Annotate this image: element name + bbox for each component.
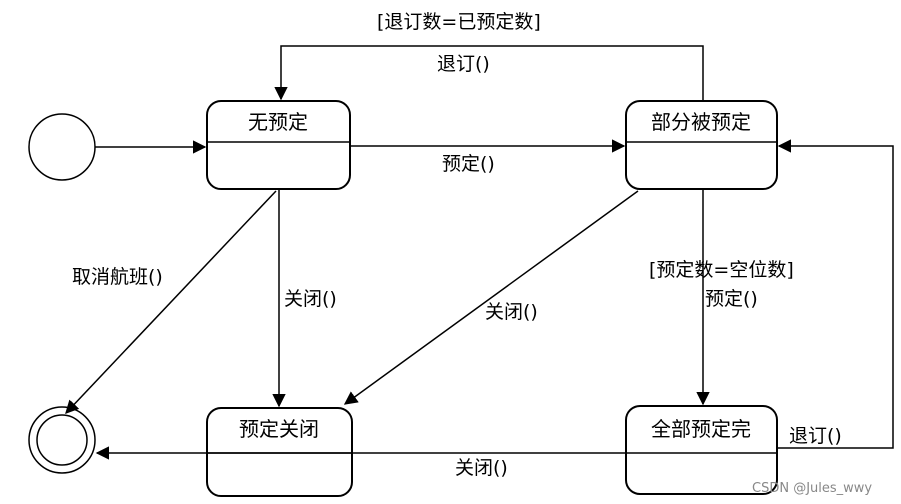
- initial-node: [28, 113, 96, 181]
- state-booking-closed-label: 预定关闭: [239, 417, 319, 441]
- label-cancel-flight: 取消航班(): [72, 266, 163, 288]
- final-node: [28, 406, 96, 474]
- label-top-guard: [退订数=已预定数]: [377, 11, 541, 33]
- state-partially-booked: 部分被预定: [625, 100, 778, 190]
- edge-partial-to-none-refund: [274, 45, 704, 101]
- label-full-guard: [预定数=空位数]: [649, 259, 794, 281]
- state-booking-closed: 预定关闭: [206, 407, 353, 497]
- label-refund-from-full: 退订(): [789, 425, 842, 447]
- edge-full-to-partial-refund: [777, 139, 894, 449]
- state-no-booking: 无预定: [206, 100, 351, 190]
- label-top-event: 退订(): [437, 53, 490, 75]
- watermark: CSDN @Jules_wwy: [752, 481, 872, 496]
- edge-none-to-final-cancel: [65, 190, 277, 414]
- state-no-booking-label: 无预定: [248, 110, 308, 134]
- label-book: 预定(): [442, 153, 495, 175]
- state-partially-booked-label: 部分被预定: [651, 110, 751, 134]
- state-fully-booked: 全部预定完: [625, 405, 778, 495]
- label-close-from-none: 关闭(): [284, 288, 337, 310]
- label-close-from-partial: 关闭(): [485, 301, 538, 323]
- edge-partial-to-closed: [343, 190, 639, 405]
- state-fully-booked-label: 全部预定完: [651, 417, 751, 441]
- label-full-event: 预定(): [705, 288, 758, 310]
- label-close-bottom: 关闭(): [455, 457, 508, 479]
